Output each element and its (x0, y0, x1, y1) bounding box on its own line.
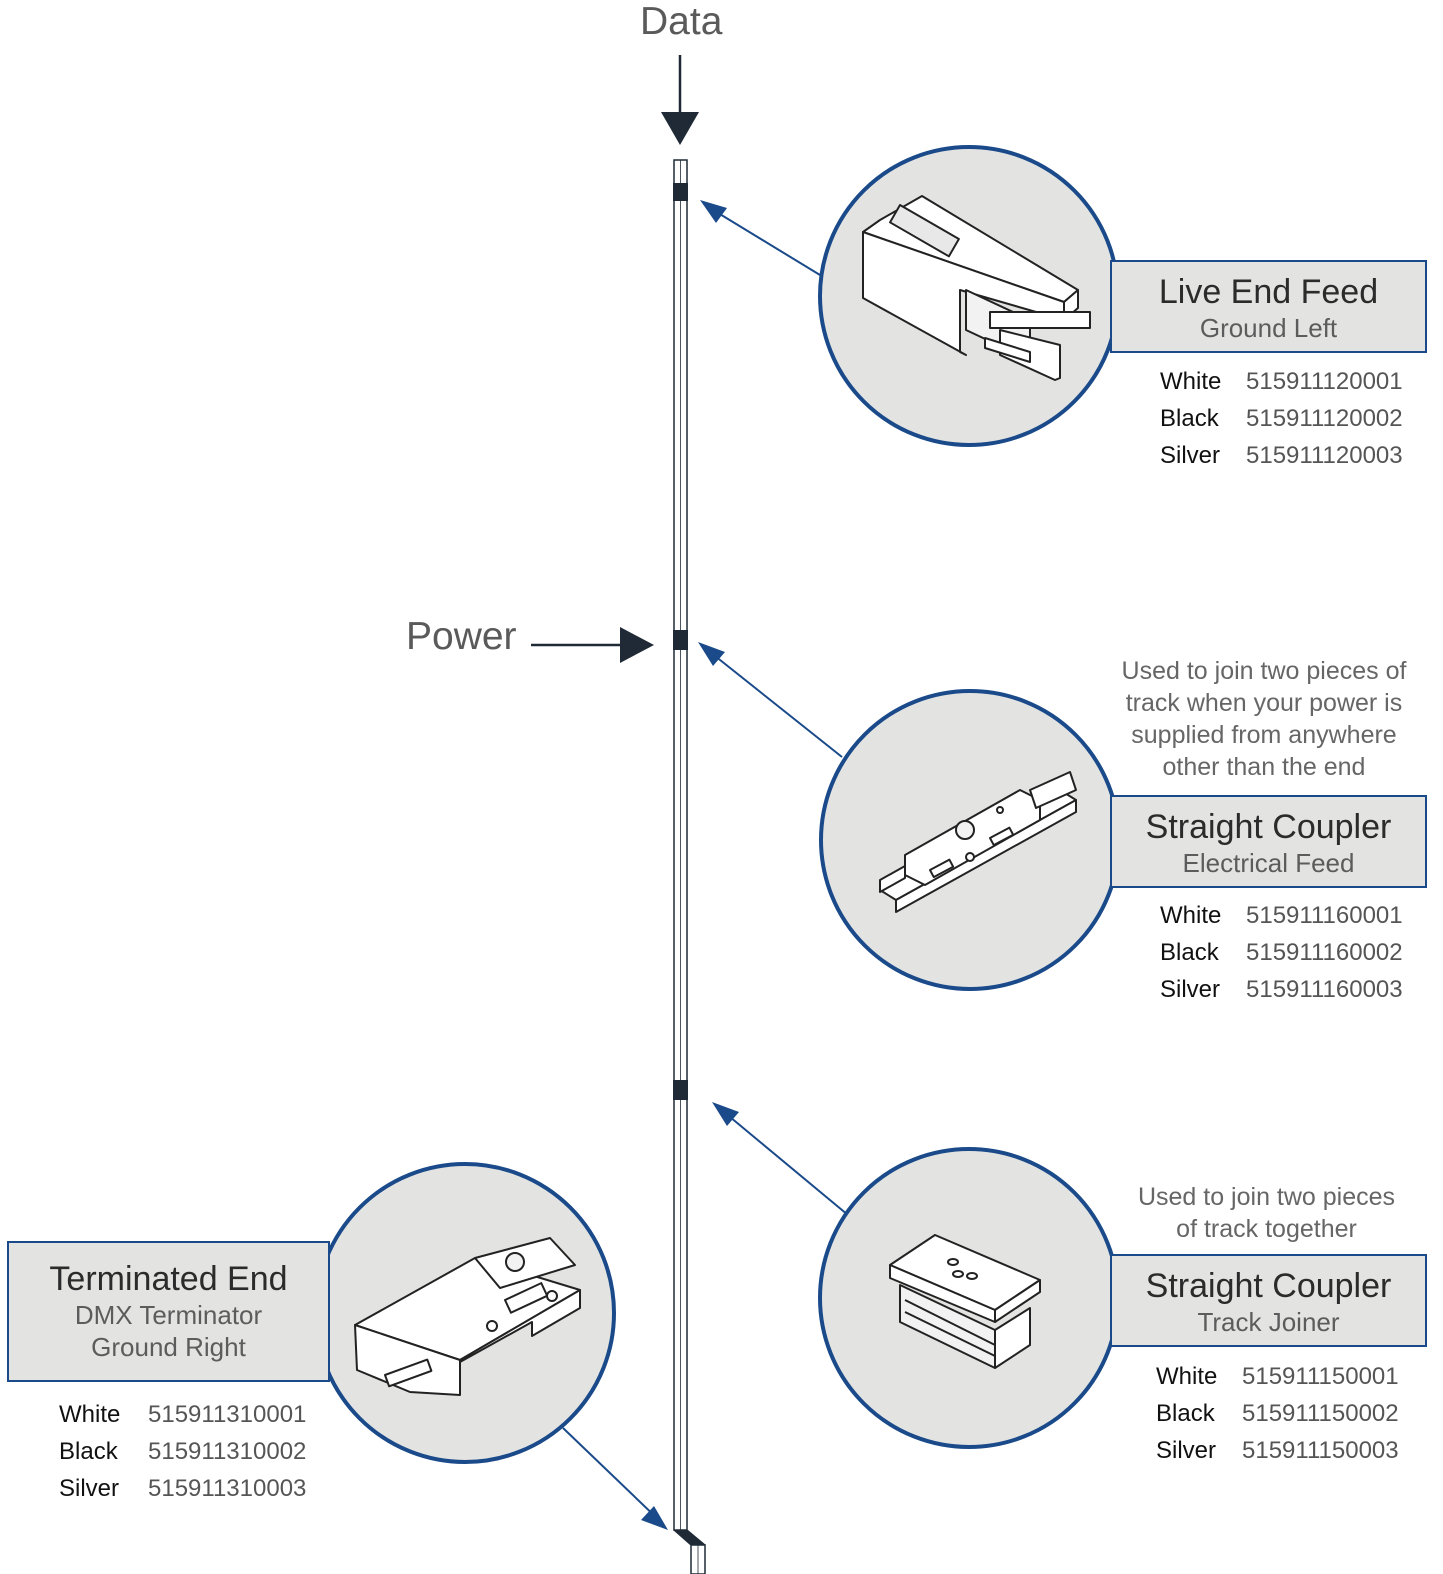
part-title: Straight Coupler (1145, 808, 1392, 846)
data-arrow (661, 55, 699, 145)
part-subtitle-2: Ground Right (91, 1332, 246, 1362)
terminated-end-label: Terminated End DMX Terminator Ground Rig… (7, 1241, 330, 1382)
live-end-feed-icon (862, 195, 1091, 381)
pointer-electrical-feed (704, 647, 843, 758)
electrical-feed-label: Straight Coupler Electrical Feed (1110, 795, 1427, 888)
part-title: Live End Feed (1158, 273, 1379, 311)
part-title: Terminated End (49, 1260, 288, 1298)
pointer-live-end (704, 204, 821, 276)
data-label: Data (640, 0, 723, 43)
track-joiner-icon (889, 1234, 1041, 1369)
track-joiner-note: Used to join two pieces of track togethe… (1137, 1183, 1396, 1243)
part-subtitle: Track Joiner (1197, 1307, 1340, 1337)
track-rail (673, 159, 706, 1574)
part-subtitle: DMX Terminator (74, 1300, 263, 1330)
terminated-end-icon (354, 1237, 581, 1396)
power-label: Power (406, 615, 517, 658)
electrical-feed-icon (879, 771, 1077, 913)
pointer-track-joiner (717, 1106, 849, 1216)
part-subtitle: Electrical Feed (1182, 848, 1355, 878)
power-arrow (531, 627, 654, 663)
live-end-feed-label: Live End Feed Ground Left (1110, 260, 1427, 353)
electrical-feed-note: Used to join two pieces of track when yo… (1121, 657, 1407, 781)
track-joiner-label: Straight Coupler Track Joiner (1110, 1254, 1427, 1347)
part-subtitle: Ground Left (1199, 313, 1338, 343)
pointer-terminated-end (562, 1427, 663, 1524)
part-title: Straight Coupler (1145, 1267, 1392, 1305)
